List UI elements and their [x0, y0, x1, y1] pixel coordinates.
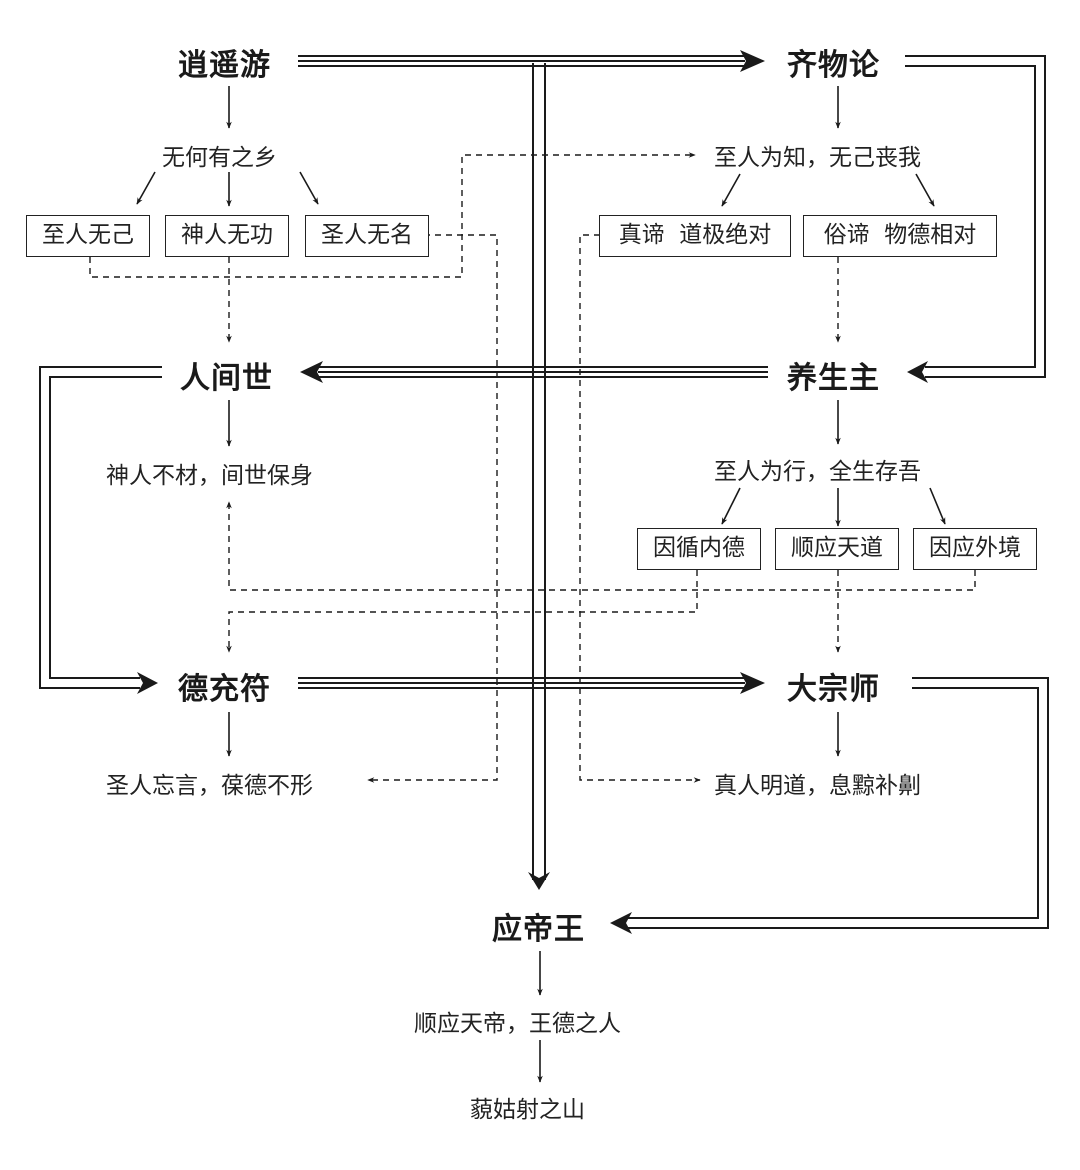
loop-qiwulun-yangshengzhu [905, 55, 1046, 383]
dashed-arrows [89, 152, 976, 783]
chapter-xiaoyaoyou: 逍遥游 [178, 48, 271, 83]
chapter-qiwulun: 齐物论 [787, 48, 880, 83]
chapter-yingdiwang: 应帝王 [492, 912, 585, 947]
theme-dechongfu: 圣人忘言，葆德不形 [106, 773, 313, 799]
theme-final: 藐姑射之山 [470, 1097, 585, 1123]
box-sudi: 俗谛 物德相对 [803, 215, 997, 257]
theme-xiaoyaoyou: 无何有之乡 [162, 145, 277, 171]
box-shenrenwugong: 神人无功 [165, 215, 289, 257]
theme-renjianshi: 神人不材，间世保身 [106, 463, 313, 489]
box-shengrenwuming: 圣人无名 [305, 215, 429, 257]
theme-dazongshi: 真人明道，息黥补劓 [714, 773, 921, 799]
box-zhendi: 真谛 道极绝对 [599, 215, 791, 257]
chapter-dechongfu: 德充符 [178, 672, 271, 707]
box-yinyingwaijing: 因应外境 [913, 528, 1037, 570]
connector-yangshengzhu-renjianshi [300, 361, 768, 383]
connector-dechongfu-dazongshi [298, 672, 765, 694]
chapter-dazongshi: 大宗师 [787, 672, 880, 707]
theme-yingdiwang: 顺应天帝，王德之人 [414, 1011, 621, 1037]
solid-arrows [136, 86, 946, 1083]
theme-yangshengzhu: 至人为行，全生存吾 [714, 459, 921, 485]
box-yinxunneide: 因循内德 [637, 528, 761, 570]
central-spine [528, 63, 550, 890]
loop-renjianshi-dechongfu [39, 366, 162, 694]
theme-qiwulun: 至人为知，无己丧我 [714, 145, 921, 171]
chapter-renjianshi: 人间世 [180, 361, 273, 396]
loop-dazongshi-yingdiwang [610, 677, 1049, 934]
chapter-yangshengzhu: 养生主 [787, 361, 880, 396]
connector-xiaoyaoyou-qiwulun [298, 50, 765, 72]
box-zhirenwuji: 至人无己 [26, 215, 150, 257]
box-shunyingtiandao: 顺应天道 [775, 528, 899, 570]
